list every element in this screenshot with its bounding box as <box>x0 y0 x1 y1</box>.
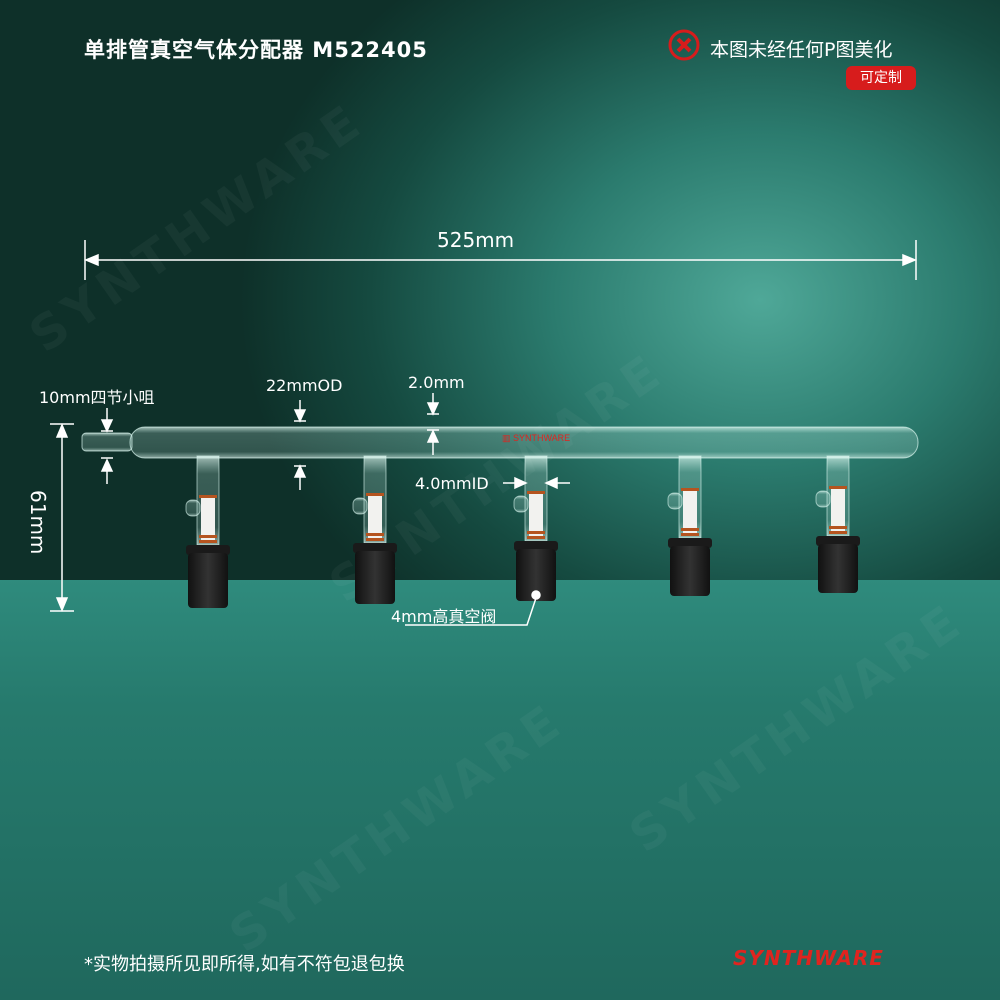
vacuum-valve <box>352 455 397 604</box>
inner-diameter-label: 4.0mmID <box>415 474 489 493</box>
x-circle-icon <box>668 29 700 61</box>
brand-logo: SYNTHWARE <box>733 946 884 970</box>
length-label: 525mm <box>437 228 515 252</box>
dimension-lines <box>50 240 917 626</box>
floor-background <box>0 580 1000 1000</box>
valve-label: 4mm高真空阀 <box>391 607 497 626</box>
vacuum-valve <box>815 455 860 593</box>
outer-diameter-label: 22mmOD <box>266 376 343 395</box>
vacuum-valve <box>667 455 712 596</box>
vacuum-valve <box>185 455 230 608</box>
manifold-tube <box>81 426 919 459</box>
wall-thickness-label: 2.0mm <box>408 373 465 392</box>
tube-brand-mark: ▥ SYNTHWARE <box>502 433 570 443</box>
height-label: 61mm <box>26 490 50 555</box>
nozzle-label: 10mm四节小咀 <box>39 388 155 407</box>
vacuum-valve <box>513 455 558 601</box>
disclaimer: *实物拍摄所见即所得,如有不符包退包换 <box>84 954 405 975</box>
page-title: 单排管真空气体分配器 M522405 <box>84 38 428 62</box>
no-retouch-notice: 本图未经任何P图美化 <box>710 39 893 61</box>
customizable-badge: 可定制 <box>846 66 916 90</box>
hose-nozzle <box>81 432 133 452</box>
